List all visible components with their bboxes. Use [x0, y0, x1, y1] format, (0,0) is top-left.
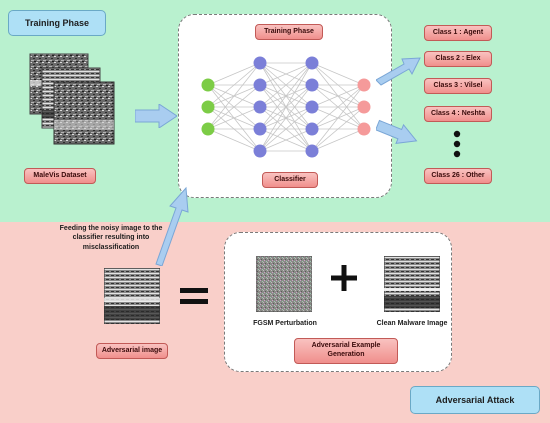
network-node [357, 78, 371, 92]
network-connection [259, 62, 313, 108]
network-node [201, 122, 215, 136]
network-node [201, 100, 215, 114]
fgsm-perturbation-image [256, 256, 312, 312]
network-connection [311, 62, 365, 86]
network-connection [207, 62, 261, 130]
network-connection [207, 128, 261, 152]
dataset-label: MaleVis Dataset [24, 168, 96, 184]
generation-label: Adversarial Example Generation [294, 338, 398, 364]
feed-note: Feeding the noisy image to the classifie… [59, 225, 163, 251]
class-label: Class 1 : Agent [424, 25, 492, 41]
network-connection [311, 84, 365, 130]
arrow-right-icon [376, 119, 418, 144]
neural-network [201, 56, 371, 158]
arrow-right-icon [135, 104, 177, 128]
network-connection [207, 84, 261, 130]
equals-icon [180, 288, 208, 304]
network-connection [259, 62, 313, 86]
network-connection [311, 106, 365, 152]
network-node [305, 78, 319, 92]
network-connection [311, 84, 365, 152]
network-connection [311, 84, 365, 108]
network-connection [207, 62, 261, 86]
adversarial-image-label: Adversarial image [96, 343, 168, 359]
class-label: Class 4 : Neshta [424, 106, 492, 122]
adversarial-image [104, 268, 160, 324]
clean-label: Clean Malware Image [376, 320, 448, 327]
class-label: Class 2 : Elex [424, 51, 492, 67]
network-node [357, 122, 371, 136]
class-label: Class 26 : Other [424, 168, 492, 184]
network-title: Training Phase [255, 24, 323, 40]
network-node [201, 78, 215, 92]
network-node [253, 144, 267, 158]
plus-icon [331, 265, 357, 291]
network-connection [259, 106, 313, 152]
adversarial-attack-title: Adversarial Attack [410, 386, 540, 414]
network-node [305, 100, 319, 114]
classifier-label: Classifier [262, 172, 318, 188]
class-label: Class 3 : Vilsel [424, 78, 492, 94]
arrow-up-icon [155, 186, 189, 266]
network-node [253, 56, 267, 70]
dataset-image-stack [29, 53, 115, 145]
training-phase-title: Training Phase [8, 10, 106, 36]
clean-malware-image [384, 256, 440, 312]
network-node [253, 100, 267, 114]
network-node [253, 78, 267, 92]
network-connection [259, 84, 313, 152]
network-node [357, 100, 371, 114]
fgsm-label: FGSM Perturbation [253, 320, 317, 327]
network-connection [259, 62, 313, 130]
ellipsis-vertical-icon [453, 130, 461, 158]
network-node [253, 122, 267, 136]
network-node [305, 56, 319, 70]
network-node [305, 144, 319, 158]
output-arrows [376, 57, 421, 144]
network-connection [207, 62, 261, 108]
network-connection [311, 128, 365, 152]
network-connection [259, 62, 313, 152]
arrow-right-icon [376, 57, 421, 86]
network-connection [207, 106, 261, 130]
network-node [305, 122, 319, 136]
network-connection [259, 128, 313, 152]
